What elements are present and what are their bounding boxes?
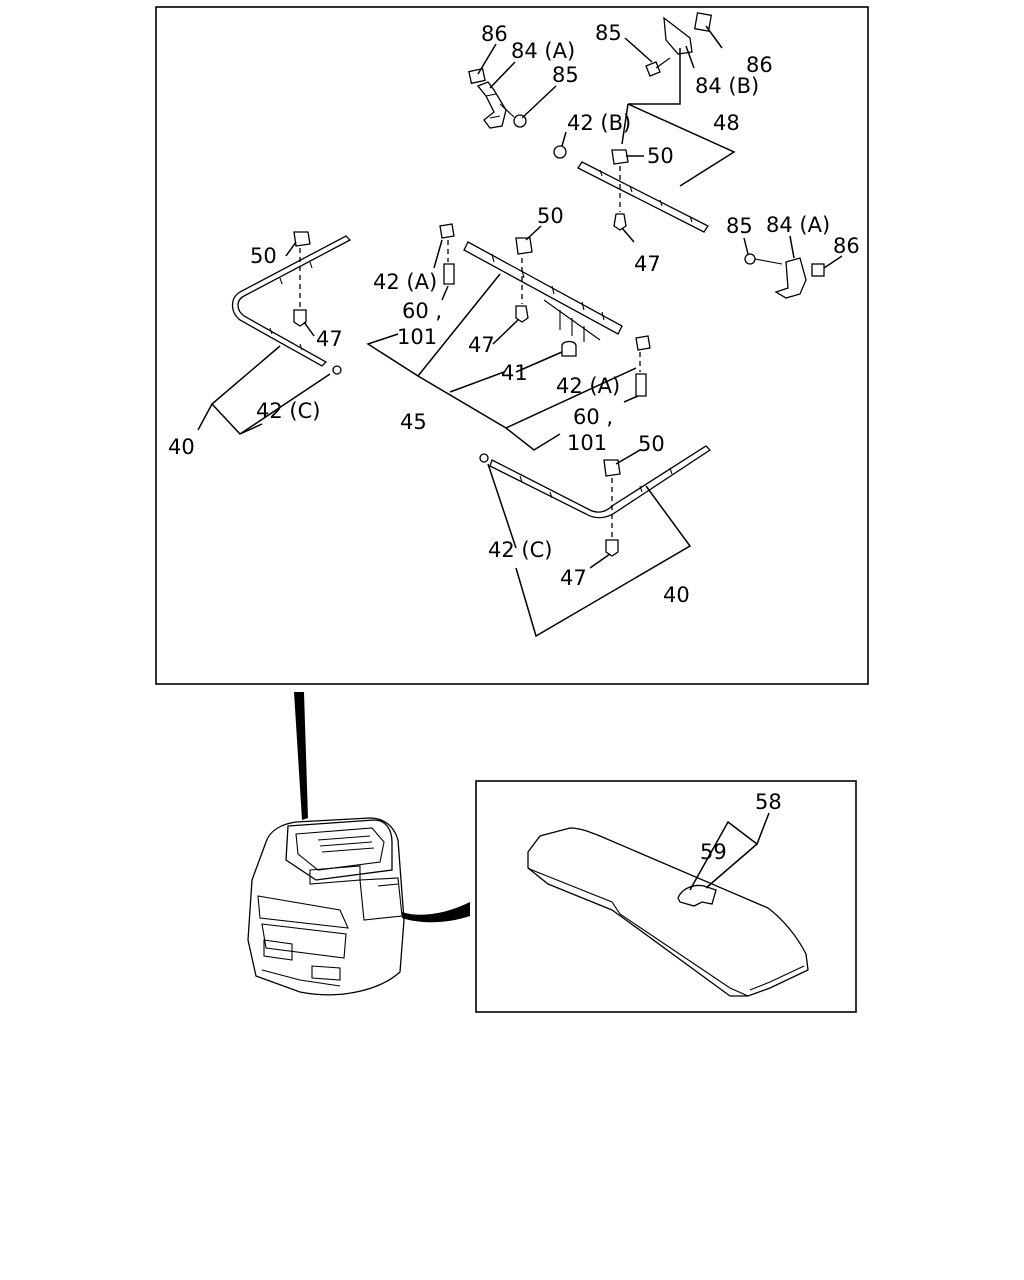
main-callout-labels: 86 84 (A) 85 85 86 84 (B) 42 (B) 48 50 5… [168, 21, 860, 607]
label-45: 45 [400, 410, 427, 434]
label-101-upper: 101 [397, 325, 437, 349]
trim-strip-40-left [231, 231, 352, 375]
label-60-lower: 60 , [573, 405, 613, 429]
label-85-top-right: 85 [595, 21, 622, 45]
label-47-bottom: 47 [560, 566, 587, 590]
label-84a-right: 84 (A) [766, 213, 830, 237]
label-42a-upper: 42 (A) [373, 270, 437, 294]
label-86-top-left: 86 [481, 22, 508, 46]
label-86-right: 86 [833, 234, 860, 258]
label-50-strip48: 50 [647, 144, 674, 168]
label-85-top-left: 85 [552, 63, 579, 87]
bracket-84a-top [468, 67, 527, 129]
label-42a-lower: 42 (A) [556, 374, 620, 398]
label-42b: 42 (B) [567, 111, 631, 135]
label-84a-top: 84 (A) [511, 39, 575, 63]
label-85-right: 85 [726, 214, 753, 238]
label-86-top-right: 86 [746, 53, 773, 77]
label-60-upper: 60 , [402, 299, 442, 323]
label-50-center: 50 [537, 204, 564, 228]
label-84b: 84 (B) [695, 74, 759, 98]
trim-strip-48 [553, 145, 709, 233]
trim-strip-40-bottom [479, 445, 712, 557]
main-diagram-frame [155, 6, 869, 685]
label-50-left: 50 [250, 244, 277, 268]
bracket-84a-right [744, 253, 825, 299]
bracket-84b [645, 12, 713, 77]
label-59: 59 [700, 840, 727, 864]
sun-visor-58 [527, 827, 809, 997]
label-48: 48 [713, 111, 740, 135]
label-47-left: 47 [316, 327, 343, 351]
leader-lines [197, 25, 843, 638]
label-47-strip48: 47 [634, 252, 661, 276]
label-42c-left: 42 (C) [256, 399, 320, 423]
center-strip-45 [439, 223, 651, 397]
detail-leader-lines [689, 812, 770, 891]
label-40-left: 40 [168, 435, 195, 459]
label-50-bottom: 50 [638, 432, 665, 456]
label-47-center: 47 [468, 333, 495, 357]
label-101-lower: 101 [567, 431, 607, 455]
label-40-bottom: 40 [663, 583, 690, 607]
truck-cab-illustration [247, 692, 470, 996]
label-58: 58 [755, 790, 782, 814]
label-42c-bottom: 42 (C) [488, 538, 552, 562]
label-41: 41 [501, 361, 528, 385]
detail-frame [475, 780, 857, 1013]
